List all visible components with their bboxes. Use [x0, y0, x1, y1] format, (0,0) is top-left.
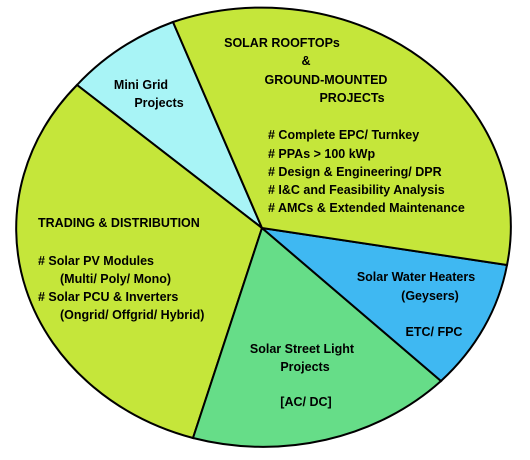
rooftops-bullet-5: # AMCs & Extended Maintenance	[268, 201, 465, 215]
rooftops-title-2: &	[301, 54, 310, 68]
slice-water-heaters	[258, 226, 509, 383]
rooftops-title-4: PROJECTs	[319, 91, 384, 105]
water-heaters-title-2: (Geysers)	[401, 289, 459, 303]
slice-mini-grid	[75, 20, 263, 229]
trading-bullet-2: (Multi/ Poly/ Mono)	[60, 272, 171, 286]
rooftops-bullet-1: # Complete EPC/ Turnkey	[268, 128, 419, 142]
rooftops-bullet-3: # Design & Engineering/ DPR	[268, 165, 442, 179]
trading-bullet-4: (Ongrid/ Offgrid/ Hybrid)	[60, 308, 204, 322]
mini-grid-title-1: Mini Grid	[114, 78, 168, 92]
rooftops-bullet-4: # I&C and Feasibility Analysis	[268, 183, 445, 197]
trading-bullet-1: # Solar PV Modules	[38, 254, 154, 268]
slice-rooftops	[171, 6, 512, 267]
water-heaters-title-1: Solar Water Heaters	[357, 270, 475, 284]
trading-title: TRADING & DISTRIBUTION	[38, 216, 200, 230]
rooftops-title-3: GROUND-MOUNTED	[265, 73, 388, 87]
mini-grid-title-2: Projects	[134, 96, 183, 110]
street-light-title-1: Solar Street Light	[250, 342, 355, 356]
slice-trading	[15, 83, 264, 440]
rooftops-title-1: SOLAR ROOFTOPs	[224, 36, 340, 50]
trading-bullet-3: # Solar PCU & Inverters	[38, 290, 178, 304]
street-light-note: [AC/ DC]	[280, 395, 331, 409]
slice-street-light	[191, 226, 443, 448]
street-light-title-2: Projects	[280, 360, 329, 374]
water-heaters-note: ETC/ FPC	[406, 325, 463, 339]
rooftops-bullet-2: # PPAs > 100 kWp	[268, 147, 375, 161]
